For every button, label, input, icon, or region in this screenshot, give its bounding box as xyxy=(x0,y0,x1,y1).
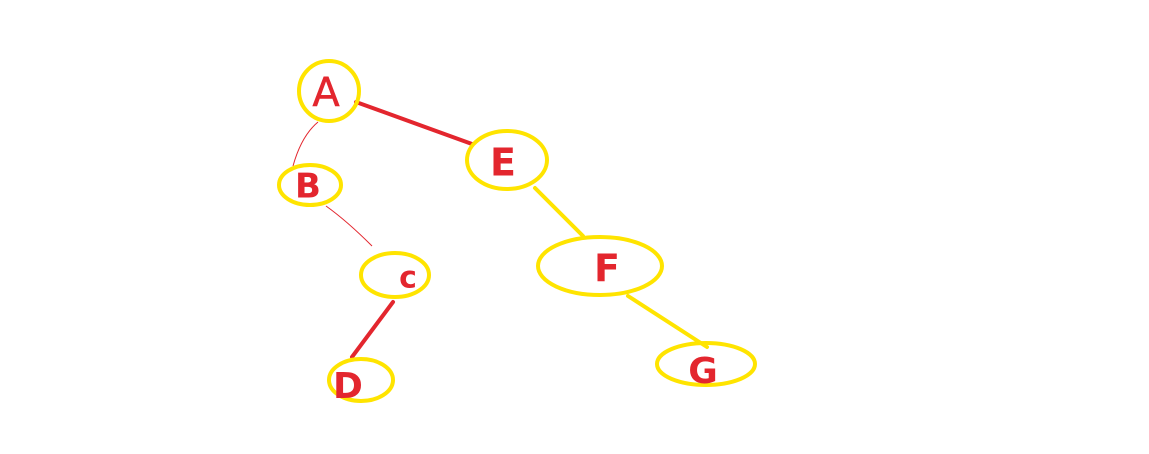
node-a: A xyxy=(297,59,361,123)
node-b-label: B xyxy=(295,167,321,207)
node-d-outline xyxy=(327,357,395,403)
node-a-label: A xyxy=(312,70,340,116)
node-g-label: G xyxy=(688,351,718,392)
node-c-outline xyxy=(359,251,431,299)
node-f: F xyxy=(536,235,664,297)
node-d-label: D xyxy=(333,366,363,407)
node-e-label: E xyxy=(490,141,516,185)
node-e-outline xyxy=(465,129,549,191)
node-d: D xyxy=(327,357,395,407)
edge-f-g xyxy=(626,294,709,349)
edge-a-b xyxy=(292,121,319,167)
edge-b-c xyxy=(325,205,373,247)
node-f-label: F xyxy=(594,247,620,291)
node-f-outline xyxy=(536,235,664,297)
node-c-label: c xyxy=(399,261,417,296)
node-c: c xyxy=(359,251,431,299)
node-b: B xyxy=(277,163,343,207)
edge-e-f xyxy=(533,186,585,238)
node-b-outline xyxy=(277,163,343,207)
node-g: G xyxy=(655,341,757,392)
node-e: E xyxy=(465,129,549,191)
node-g-outline xyxy=(655,341,757,387)
node-a-outline xyxy=(297,59,361,123)
edge-a-e xyxy=(354,100,474,146)
edge-c-d xyxy=(350,300,395,359)
